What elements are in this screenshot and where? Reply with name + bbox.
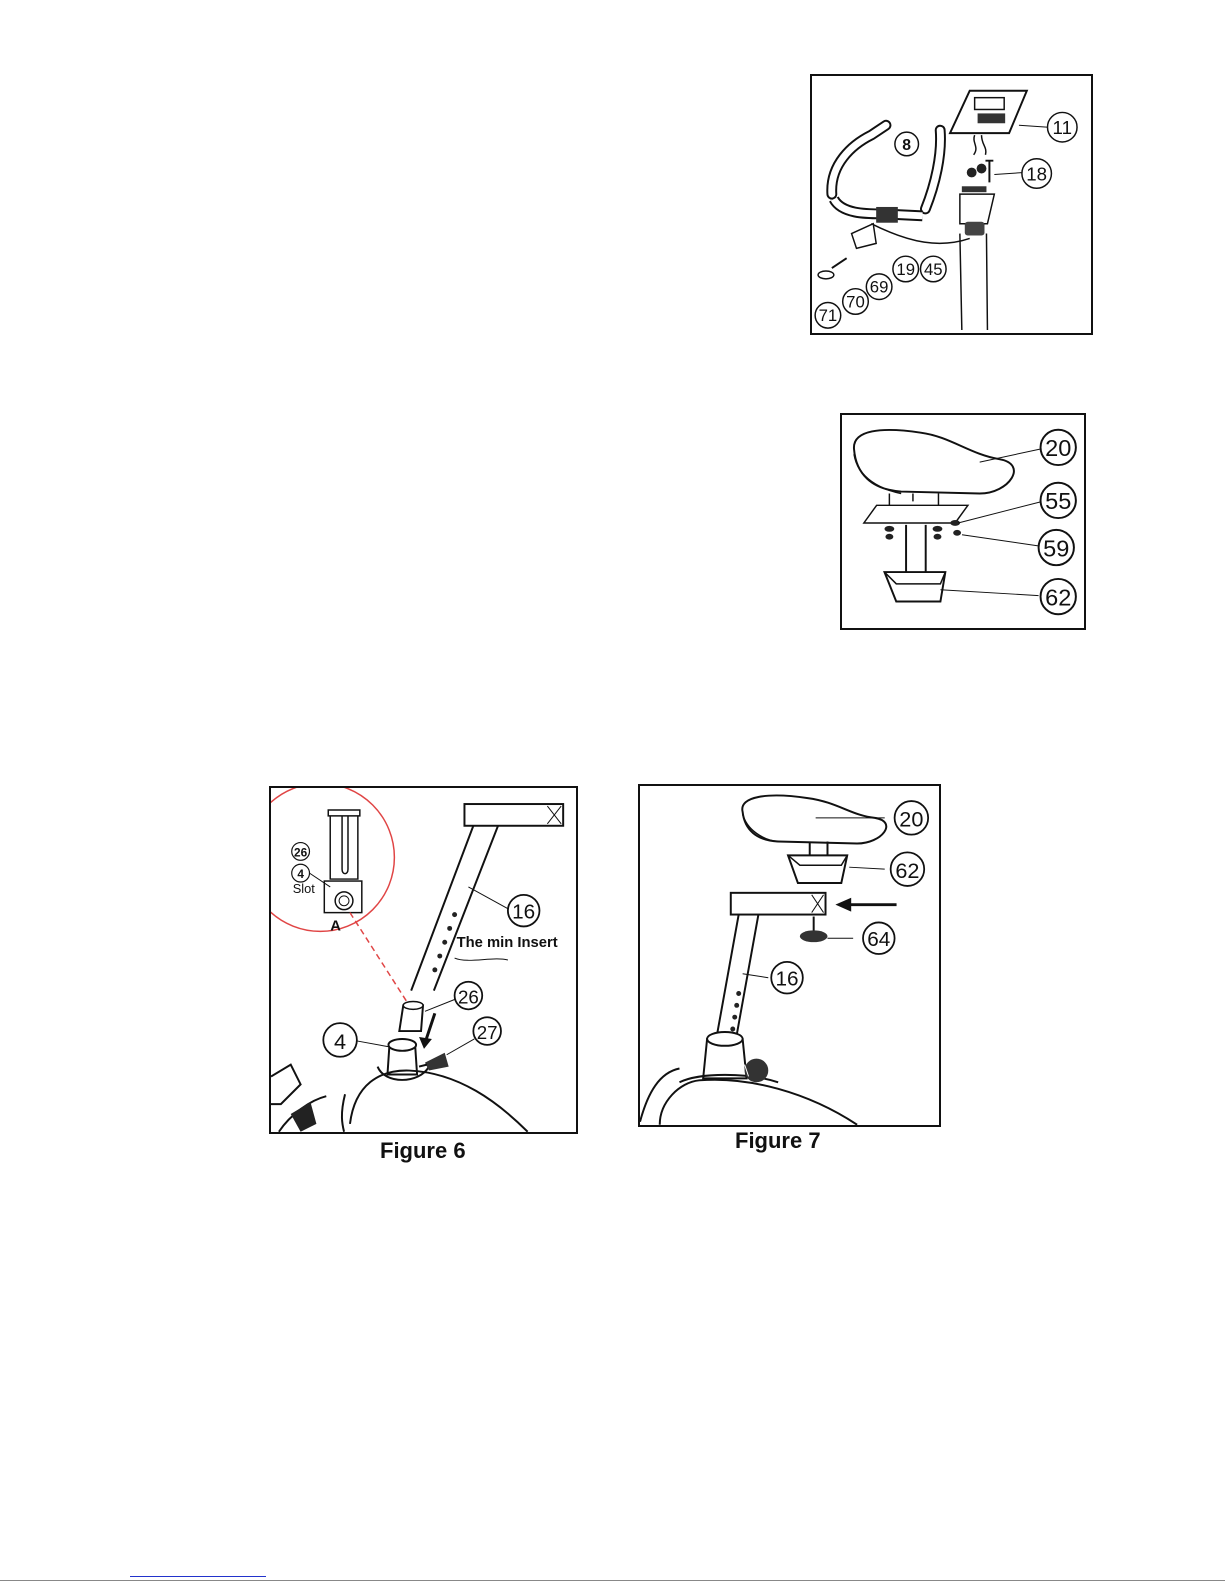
callout-71: 71 [815, 302, 841, 328]
svg-text:62: 62 [895, 858, 919, 883]
svg-text:16: 16 [776, 968, 799, 991]
slot-label: Slot [293, 881, 316, 896]
callout-16: 16 [771, 962, 803, 994]
figure-7-caption: Figure 7 [735, 1128, 821, 1154]
callout-62: 62 [1041, 579, 1076, 614]
callout-4: 4 [323, 1023, 357, 1057]
seat-assembly-drawing: 20 55 59 62 [842, 415, 1084, 628]
callout-45: 45 [920, 256, 946, 282]
svg-text:18: 18 [1026, 163, 1047, 184]
svg-text:45: 45 [924, 260, 943, 279]
callout-59: 59 [1039, 530, 1074, 565]
svg-text:27: 27 [477, 1022, 498, 1043]
callout-69: 69 [866, 274, 892, 300]
svg-text:4: 4 [334, 1029, 346, 1054]
callout-8: 8 [895, 132, 919, 156]
callout-20: 20 [895, 801, 929, 835]
svg-text:26: 26 [294, 845, 308, 859]
svg-text:70: 70 [846, 292, 865, 311]
svg-text:64: 64 [867, 928, 890, 951]
svg-text:62: 62 [1045, 584, 1071, 610]
figure-6-caption: Figure 6 [380, 1138, 466, 1164]
svg-text:4: 4 [297, 867, 304, 881]
callout-70: 70 [843, 289, 869, 315]
inset-callout-26: 26 [292, 843, 310, 861]
svg-text:20: 20 [899, 807, 923, 832]
min-insert-label: The min Insert [457, 935, 558, 951]
callout-55: 55 [1041, 483, 1076, 518]
callout-27: 27 [473, 1017, 501, 1045]
svg-text:71: 71 [819, 306, 838, 325]
figure-7-drawing: 20 62 64 16 [640, 786, 939, 1125]
svg-text:19: 19 [896, 260, 915, 279]
svg-text:26: 26 [458, 986, 479, 1007]
figure-handlebar-console: 11 8 18 19 45 69 70 71 [810, 74, 1093, 335]
inset-label-a: A [330, 918, 341, 934]
svg-text:16: 16 [512, 901, 535, 924]
svg-text:69: 69 [870, 278, 889, 297]
callout-20: 20 [1041, 430, 1076, 465]
callout-11: 11 [1048, 112, 1078, 142]
callout-18: 18 [1022, 159, 1052, 189]
figure-seat-assembly: 20 55 59 62 [840, 413, 1086, 630]
inset-callout-4: 4 [292, 864, 310, 882]
callout-16: 16 [508, 895, 540, 927]
callout-19: 19 [893, 256, 919, 282]
callout-64: 64 [863, 922, 895, 954]
svg-text:55: 55 [1045, 488, 1071, 514]
svg-text:8: 8 [902, 137, 911, 154]
svg-text:59: 59 [1043, 535, 1069, 561]
handlebar-console-drawing: 11 8 18 19 45 69 70 71 [812, 76, 1091, 333]
svg-text:20: 20 [1045, 435, 1071, 461]
footer-divider [0, 1580, 1225, 1581]
footer-link-underline[interactable] [130, 1576, 266, 1577]
figure-6-drawing: 26 4 Slot A 16 The min Insert [271, 788, 576, 1132]
figure-6-seat-post: 26 4 Slot A 16 The min Insert [269, 786, 578, 1134]
callout-62: 62 [891, 852, 925, 886]
figure-7-seat-mount: 20 62 64 16 [638, 784, 941, 1127]
callout-26: 26 [455, 982, 483, 1010]
svg-text:11: 11 [1053, 117, 1072, 138]
